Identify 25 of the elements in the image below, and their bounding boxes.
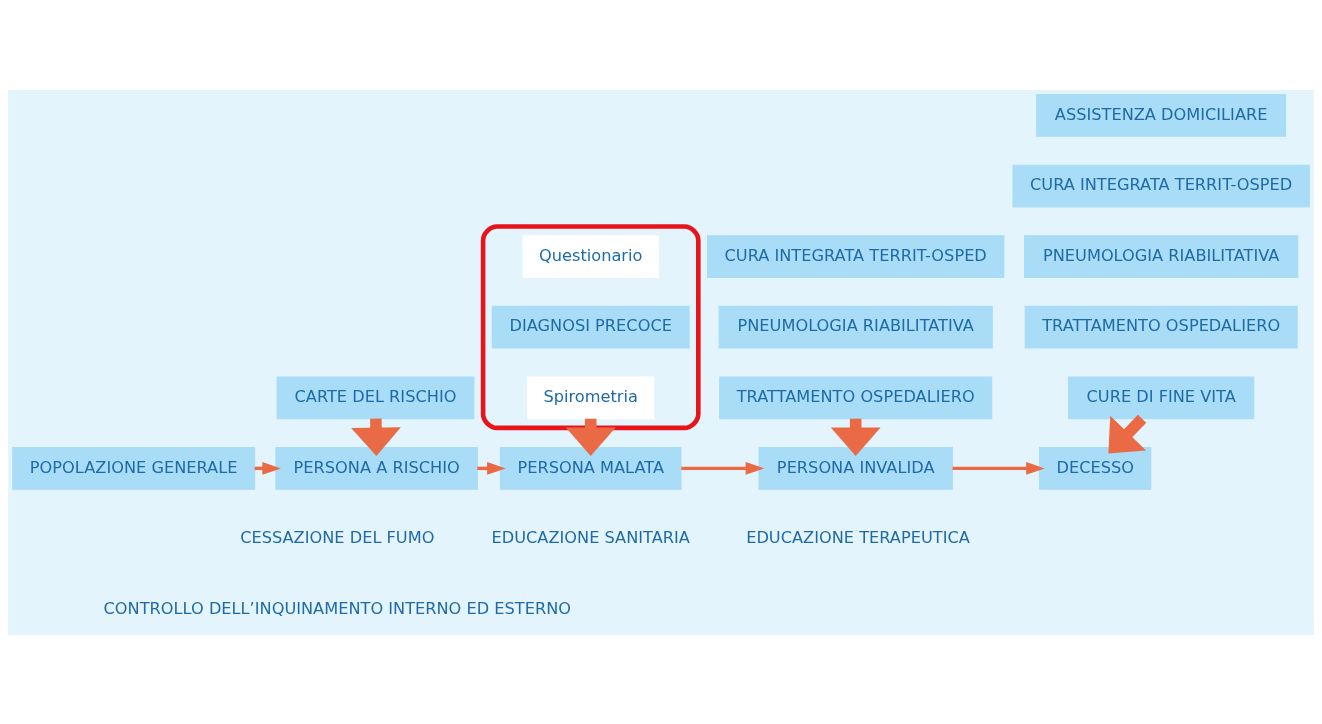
arrow <box>681 461 765 475</box>
node-box: CURA INTEGRATA TERRIT-OSPED <box>1012 164 1310 207</box>
node-box: PERSONA MALATA <box>499 446 682 490</box>
node-box: PNEUMOLOGIA RIABILITATIVA <box>1024 234 1299 278</box>
arrow <box>1108 414 1147 454</box>
node-box: PNEUMOLOGIA RIABILITATIVA <box>718 305 993 349</box>
node-box: TRATTAMENTO OSPEDALIERO <box>1024 305 1298 349</box>
node-box: CURA INTEGRATA TERRIT-OSPED <box>707 234 1005 278</box>
node-box: Questionario <box>522 234 659 278</box>
node-box: CURE DI FINE VITA <box>1068 375 1255 419</box>
node-box: POPOLAZIONE GENERALE <box>12 446 256 490</box>
cluster <box>480 223 701 430</box>
arrow <box>952 461 1045 475</box>
node-box: DECESSO <box>1039 446 1152 490</box>
label: EDUCAZIONE TERAPEUTICA <box>746 527 970 547</box>
label: CONTROLLO DELL’INQUINAMENTO INTERNO ED ESTERNO <box>103 598 572 618</box>
node-box: ASSISTENZA DOMICILIARE <box>1036 93 1287 137</box>
node-box: Spirometria <box>527 375 655 419</box>
node-box: CARTE DEL RISCHIO <box>276 375 475 419</box>
node-box: TRATTAMENTO OSPEDALIERO <box>719 375 993 419</box>
node-box: PERSONA INVALIDA <box>758 446 953 490</box>
node-box: PERSONA A RISCHIO <box>275 446 478 490</box>
label: EDUCAZIONE SANITARIA <box>491 527 690 547</box>
label: CESSAZIONE DEL FUMO <box>240 527 435 547</box>
node-box: DIAGNOSI PRECOCE <box>491 305 690 349</box>
